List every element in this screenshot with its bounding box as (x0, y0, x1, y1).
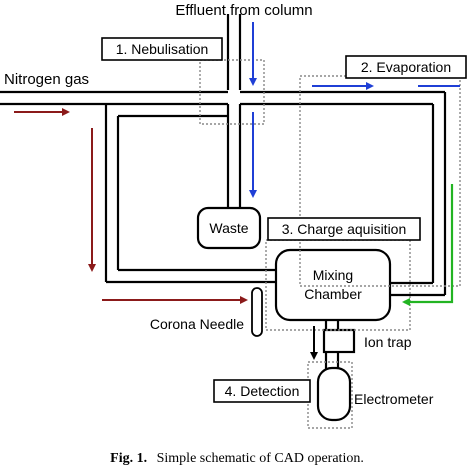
corona-needle-label: Corona Needle (150, 316, 244, 332)
caption-text: Simple schematic of CAD operation. (157, 451, 364, 466)
corona-needle (251, 287, 263, 337)
ion-trap-label: Ion trap (364, 334, 412, 350)
electrometer (316, 366, 352, 422)
nitrogen-label: Nitrogen gas (4, 71, 89, 88)
nitrogen-flow-arrows (14, 108, 248, 304)
stage-nebulisation-label: 1. Nebulisation (116, 41, 209, 57)
evaporation-flow-arrow (402, 184, 454, 306)
stage-charge-label: 3. Charge aquisition (282, 221, 407, 237)
electrometer-label: Electrometer (354, 391, 434, 407)
waste-label: Waste (209, 220, 248, 236)
waste-container (196, 206, 262, 250)
mixing-chamber-label-line2: Chamber (304, 286, 362, 302)
mixing-chamber-label-line1: Mixing (313, 267, 353, 283)
stage-detection-box (213, 379, 311, 403)
effluent-label: Effluent from column (175, 2, 312, 19)
effluent-flow-arrows (249, 22, 460, 198)
stage-evaporation-box (345, 55, 467, 79)
pipe-network (0, 14, 447, 297)
stage-evaporation-label: 2. Evaporation (361, 59, 451, 75)
stage-detection-label: 4. Detection (225, 383, 300, 399)
nebulisation-region (199, 59, 265, 125)
stage-charge-box (267, 217, 421, 241)
caption-fig-number: Fig. 1. (110, 451, 147, 466)
ion-trap (322, 328, 356, 354)
figure-caption: Fig. 1. Simple schematic of CAD operatio… (110, 451, 364, 466)
mixing-chamber (274, 248, 392, 322)
stage-nebulisation-box (101, 37, 223, 61)
detection-region (307, 361, 353, 429)
